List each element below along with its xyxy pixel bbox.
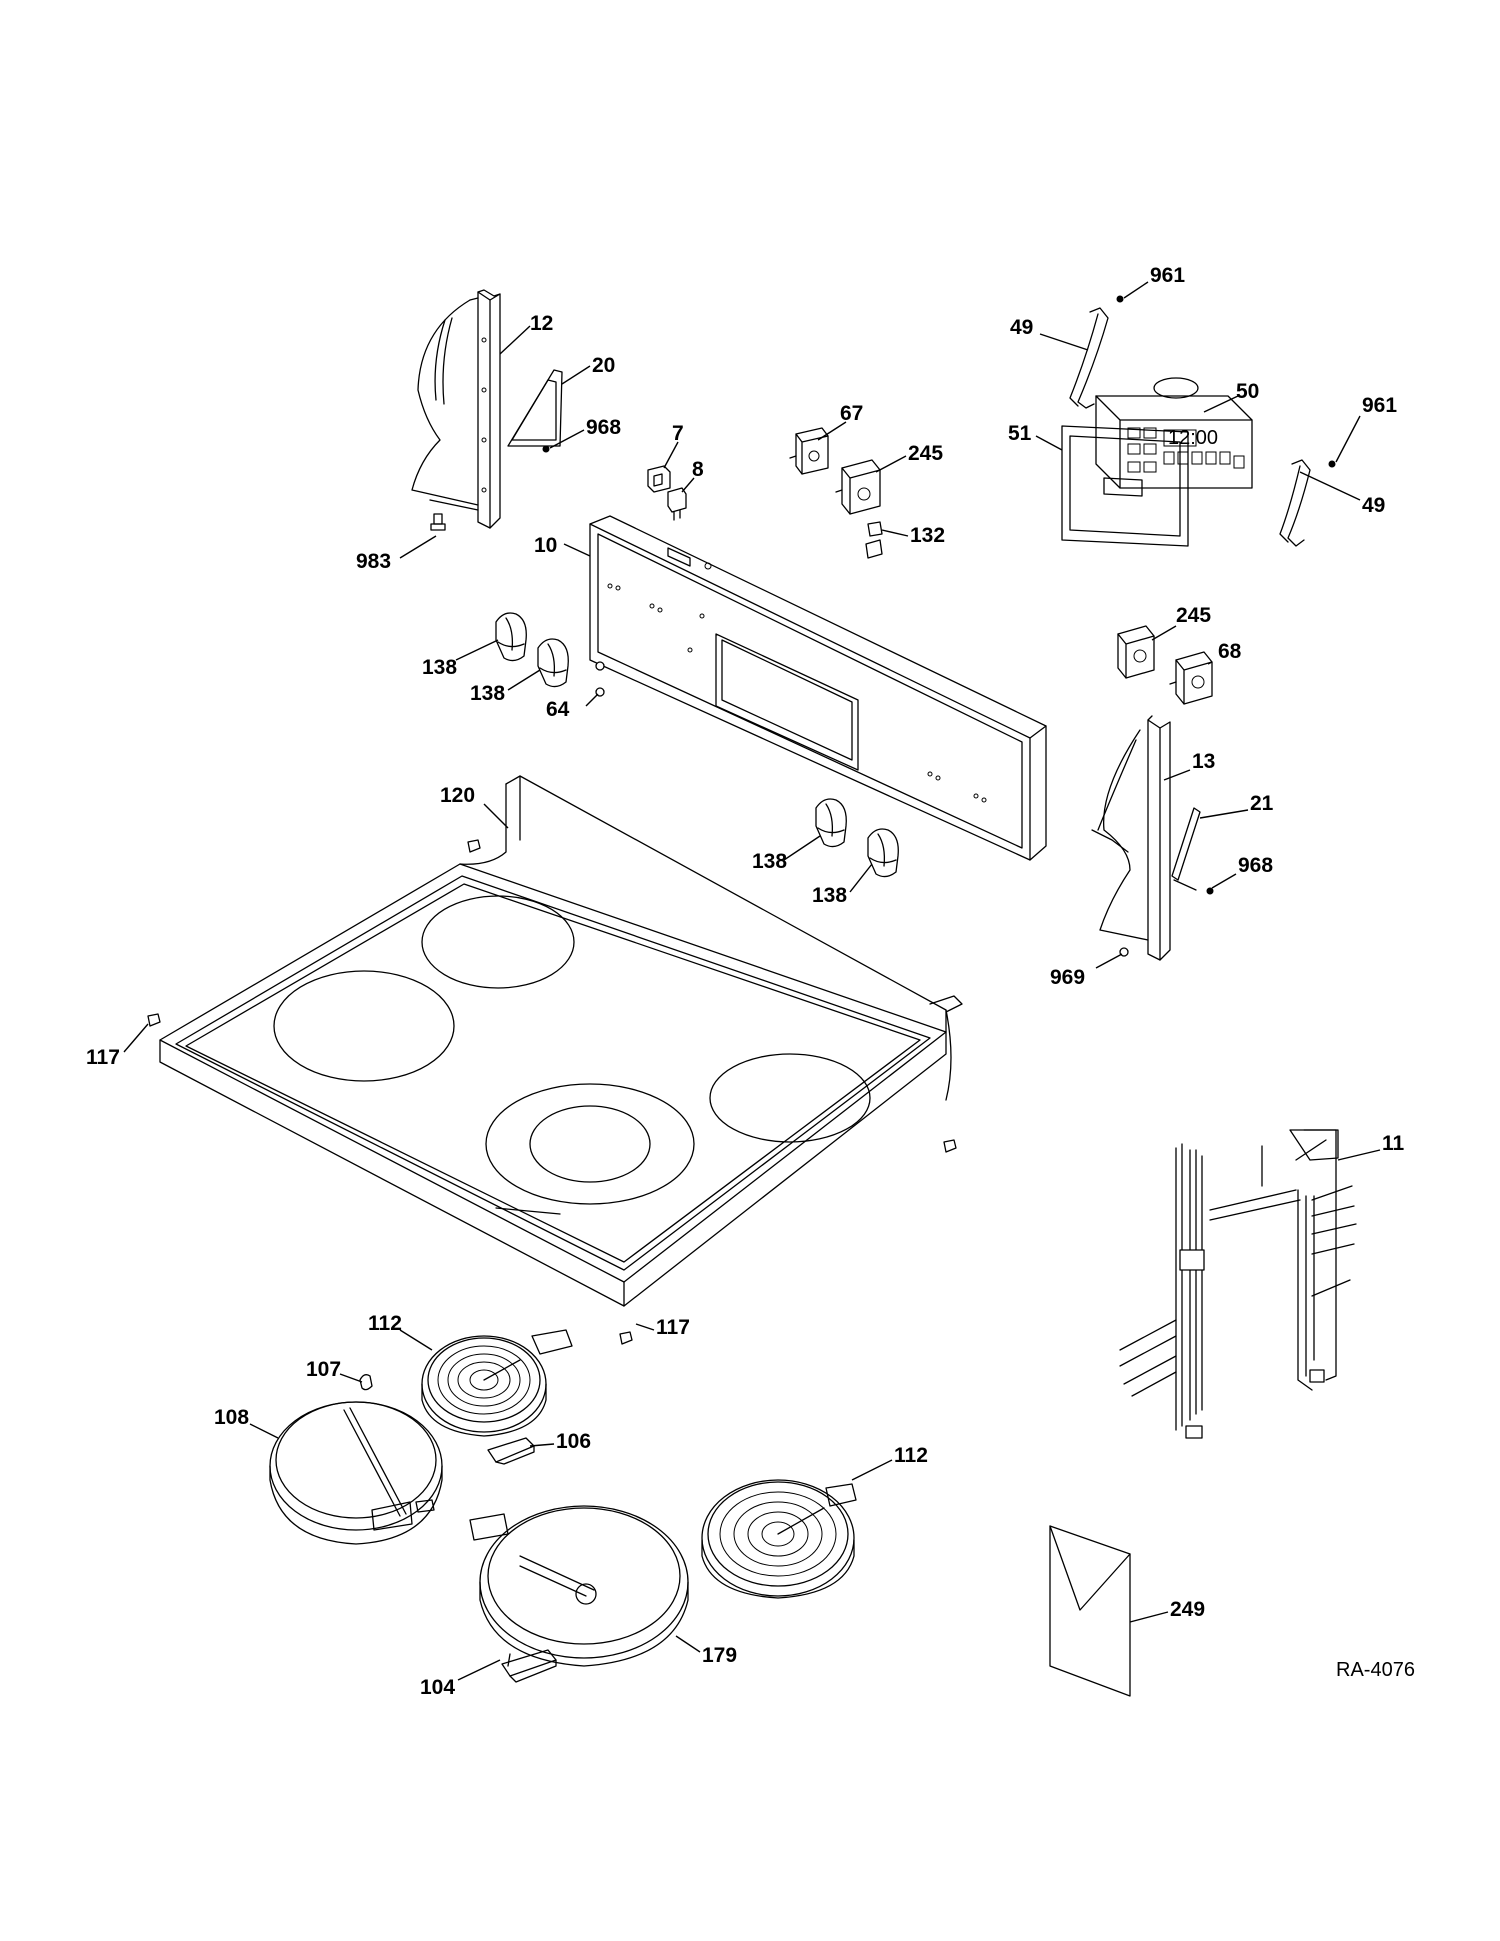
callout-49: 49 (1010, 316, 1033, 339)
part-8-switch (667, 487, 687, 521)
callout-983: 983 (356, 550, 391, 573)
part-132-connectors (865, 521, 883, 559)
callout-245: 245 (908, 442, 943, 465)
callout-117: 117 (86, 1046, 120, 1069)
callout-67: 67 (840, 402, 863, 425)
callout-13: 13 (1192, 750, 1215, 773)
part-961-screw-top (1116, 295, 1124, 303)
part-117-bumper-b (619, 1331, 633, 1345)
callout-961: 961 (1362, 394, 1397, 417)
callout-138: 138 (752, 850, 787, 873)
part-968-screw-left (542, 445, 550, 453)
callout-7: 7 (672, 422, 684, 445)
callout-968: 968 (586, 416, 621, 439)
callout-107: 107 (306, 1358, 341, 1381)
part-138-knob-b (537, 638, 569, 688)
callout-20: 20 (592, 354, 615, 377)
callout-245: 245 (1176, 604, 1211, 627)
callout-21: 21 (1250, 792, 1274, 815)
part-49-bracket-right (1279, 459, 1311, 547)
callout-968: 968 (1238, 854, 1273, 877)
part-138-knob-c (815, 798, 847, 848)
part-117-bumper-d (943, 1139, 957, 1153)
part-51-overlay (1061, 425, 1189, 547)
part-106-bracket (487, 1437, 535, 1465)
callout-138: 138 (812, 884, 847, 907)
part-49-bracket-left (1069, 307, 1109, 409)
part-107-clip (359, 1374, 373, 1391)
callout-8: 8 (692, 458, 704, 481)
part-68-infinite-switch (1169, 651, 1213, 705)
part-13-right-endcap (1091, 715, 1171, 961)
part-138-knob-a (495, 612, 527, 662)
part-120-main-top (159, 775, 963, 1307)
callout-249: 249 (1170, 1598, 1205, 1621)
callout-12: 12 (530, 312, 553, 335)
part-138-knob-d (867, 828, 899, 878)
callout-104: 104 (420, 1676, 455, 1699)
callout-64: 64 (546, 698, 570, 721)
callout-108: 108 (214, 1406, 249, 1429)
svg-text:12:00: 12:00 (1168, 427, 1218, 449)
part-64-pins (595, 661, 605, 697)
part-20-triangle-bracket (507, 369, 563, 447)
part-249-literature (1049, 1525, 1131, 1697)
part-11-wire-harness (1119, 1129, 1357, 1439)
part-7-switch (647, 465, 671, 493)
callout-68: 68 (1218, 640, 1242, 663)
part-12-left-endcap (411, 289, 501, 529)
leader-lines (123, 281, 1381, 1681)
part-112-surface-unit-a (421, 1329, 573, 1437)
part-179-dual-surface-unit (469, 1505, 689, 1667)
callout-117: 117 (656, 1316, 690, 1339)
callout-112: 112 (894, 1444, 928, 1467)
part-983-screw (430, 513, 446, 531)
callout-51: 51 (1008, 422, 1032, 445)
callout-10: 10 (534, 534, 557, 557)
callout-112: 112 (368, 1312, 402, 1335)
part-245-infinite-switch-top (835, 459, 881, 515)
callout-49: 49 (1362, 494, 1385, 517)
part-117-bumper-a (147, 1013, 161, 1027)
callout-138: 138 (422, 656, 457, 679)
callout-labels: 12 20 968 983 7 8 67 245 132 961 49 50 5… (86, 264, 1405, 1699)
callout-11: 11 (1382, 1132, 1405, 1155)
callout-961: 961 (1150, 264, 1185, 287)
part-112-surface-unit-b (701, 1479, 857, 1599)
callout-120: 120 (440, 784, 475, 807)
callout-138: 138 (470, 682, 505, 705)
part-21-brace (1171, 807, 1201, 891)
callout-132: 132 (910, 524, 945, 547)
callout-50: 50 (1236, 380, 1259, 403)
callout-106: 106 (556, 1430, 591, 1453)
part-104-bracket (501, 1649, 557, 1683)
part-50-electronic-control: 12:00 (1095, 377, 1253, 489)
part-961-screw-right (1328, 460, 1336, 468)
callout-969: 969 (1050, 966, 1085, 989)
reference-number: RA-4076 (1336, 1659, 1415, 1681)
part-10-backsplash (589, 515, 1047, 861)
part-108-dual-ring (269, 1401, 443, 1545)
part-245-infinite-switch-right (1117, 625, 1155, 679)
part-968-screw-right (1206, 887, 1214, 895)
part-67-infinite-switch (789, 427, 829, 475)
callout-179: 179 (702, 1644, 737, 1667)
part-117-bumper-c (467, 839, 481, 853)
